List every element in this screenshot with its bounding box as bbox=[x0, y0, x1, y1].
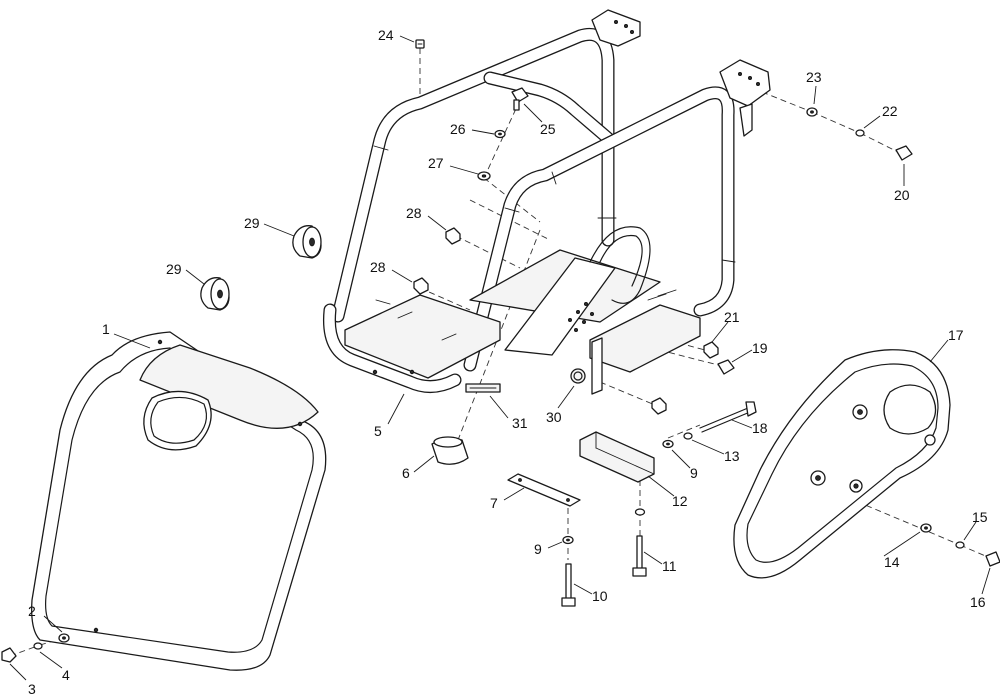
callout-12: 12 bbox=[672, 493, 688, 509]
callout-11: 11 bbox=[662, 558, 677, 574]
leader-lines bbox=[9, 35, 991, 681]
washer-part-2 bbox=[58, 633, 70, 643]
belt-guard-part-17 bbox=[733, 349, 951, 579]
bolt-part-16 bbox=[985, 551, 1000, 567]
callout-9-upper: 9 bbox=[690, 465, 698, 481]
bolt-part-18 bbox=[699, 401, 757, 433]
callout-1: 1 bbox=[102, 321, 110, 337]
callout-14: 14 bbox=[884, 554, 900, 570]
bolt-part-25 bbox=[511, 87, 529, 111]
bolt-part-20 bbox=[895, 145, 913, 161]
callout-10: 10 bbox=[592, 588, 608, 604]
callout-3: 3 bbox=[28, 681, 36, 697]
callout-25: 25 bbox=[540, 121, 556, 137]
washer-part-9-right bbox=[634, 508, 646, 516]
callout-24: 24 bbox=[378, 27, 394, 43]
callout-23: 23 bbox=[806, 69, 822, 85]
callout-2: 2 bbox=[28, 603, 36, 619]
washer-part-9-lower bbox=[562, 535, 574, 545]
nut-part-28-upper bbox=[445, 227, 461, 245]
washer-part-23 bbox=[806, 107, 818, 117]
bolt-part-24 bbox=[415, 39, 425, 49]
frame-part-5 bbox=[322, 9, 771, 395]
knob-part-30 bbox=[570, 368, 586, 384]
lockwasher-part-13 bbox=[683, 432, 693, 440]
callout-19: 19 bbox=[752, 340, 768, 356]
nut-part-28-lower bbox=[413, 277, 429, 295]
lockwasher-part-22 bbox=[855, 129, 865, 137]
nut-part-21 bbox=[703, 341, 719, 359]
callout-29-lower: 29 bbox=[166, 261, 182, 277]
cover-part-1 bbox=[31, 331, 327, 671]
cap-part-6 bbox=[431, 436, 469, 465]
callout-6: 6 bbox=[402, 465, 410, 481]
bar-part-12 bbox=[579, 431, 655, 483]
nut-part-bolt-lower bbox=[651, 397, 667, 415]
callout-28-upper: 28 bbox=[406, 205, 422, 221]
callout-28-lower: 28 bbox=[370, 259, 386, 275]
callout-21: 21 bbox=[724, 309, 740, 325]
washer-part-27 bbox=[477, 171, 491, 181]
callout-27: 27 bbox=[428, 155, 444, 171]
callout-29-upper: 29 bbox=[244, 215, 260, 231]
washer-part-26 bbox=[494, 129, 506, 139]
bolt-part-11 bbox=[632, 535, 647, 577]
bolt-part-19 bbox=[717, 359, 735, 375]
spacer-part-31 bbox=[465, 383, 501, 393]
callout-16: 16 bbox=[970, 594, 986, 610]
callout-13: 13 bbox=[724, 448, 740, 464]
lockwasher-part-4 bbox=[33, 642, 43, 650]
bolt-part-10 bbox=[561, 563, 576, 607]
rubber-mount-part-29-upper bbox=[292, 225, 322, 259]
callout-9-lower: 9 bbox=[534, 541, 542, 557]
callout-26: 26 bbox=[450, 121, 466, 137]
callout-7: 7 bbox=[490, 495, 498, 511]
callout-22: 22 bbox=[882, 103, 898, 119]
strap-part-7 bbox=[507, 473, 581, 507]
callout-31: 31 bbox=[512, 415, 528, 431]
lockwasher-part-15 bbox=[955, 541, 965, 549]
washer-part-14 bbox=[920, 523, 932, 533]
rubber-mount-part-29-lower bbox=[200, 277, 230, 311]
callout-30: 30 bbox=[546, 409, 562, 425]
callout-4: 4 bbox=[62, 667, 70, 683]
washer-part-9-upper bbox=[662, 439, 674, 449]
callout-18: 18 bbox=[752, 420, 768, 436]
callout-20: 20 bbox=[894, 187, 910, 203]
callout-15: 15 bbox=[972, 509, 988, 525]
callout-labels: 1 2 3 4 5 6 7 9 9 10 11 12 13 14 15 16 1… bbox=[28, 27, 988, 697]
callout-17: 17 bbox=[948, 327, 964, 343]
bolt-part-3 bbox=[1, 647, 17, 663]
callout-5: 5 bbox=[374, 423, 382, 439]
